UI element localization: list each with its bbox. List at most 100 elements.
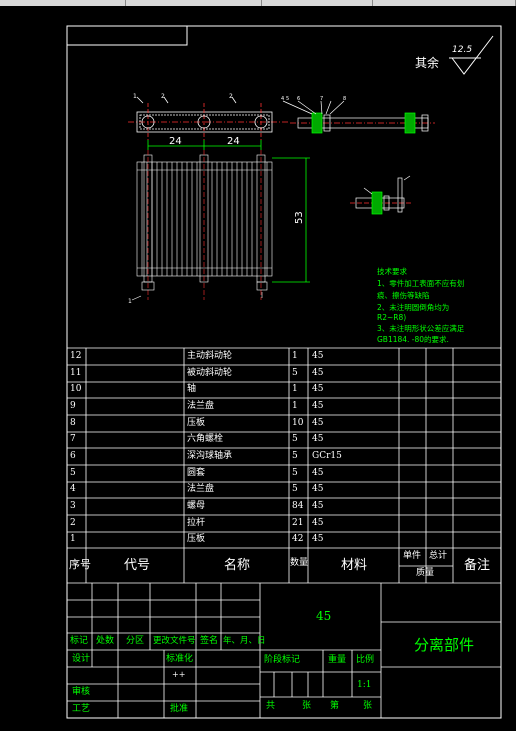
bom-material: 45 bbox=[312, 418, 324, 428]
bom-seq: 3 bbox=[70, 501, 76, 511]
bom-seq: 8 bbox=[70, 418, 76, 428]
dim-pitch-2: 24 bbox=[227, 136, 240, 147]
roughness-symbol: 其余 12.5 bbox=[415, 35, 494, 75]
tech-req-line: 2、未注明圆倒角均为 bbox=[377, 302, 449, 312]
tb-label-mark: 标记 bbox=[70, 636, 89, 646]
tb-label-sign: 签名 bbox=[200, 636, 219, 646]
top-view bbox=[128, 96, 290, 140]
drawing-name: 分离部件 bbox=[414, 636, 475, 654]
bom-material: 45 bbox=[312, 468, 324, 478]
tb-sheets-total: 共 bbox=[266, 701, 276, 711]
tb-label-approve: 批准 bbox=[170, 704, 189, 714]
tb-sheets-page: 第 bbox=[330, 701, 340, 711]
side-section bbox=[282, 100, 435, 134]
bom-name: 主动斜动轮 bbox=[187, 351, 233, 361]
tech-req-line: 1、零件加工表面不应有划 bbox=[377, 278, 464, 288]
bom-name: 拉杆 bbox=[187, 518, 206, 528]
bom-header-total: 总计 bbox=[429, 551, 448, 561]
bom-material: 45 bbox=[312, 401, 324, 411]
callout-6: 6 bbox=[297, 96, 300, 102]
bom-header-seq: 序号 bbox=[69, 558, 91, 571]
bom-header-code: 代号 bbox=[124, 558, 151, 573]
bom-seq: 12 bbox=[70, 351, 82, 361]
height-dimension bbox=[272, 157, 310, 283]
tb-scale-value: 1:1 bbox=[357, 680, 372, 690]
tb-label-design: 设计 bbox=[72, 654, 91, 664]
bom-seq: 4 bbox=[70, 484, 76, 494]
detail-view bbox=[350, 175, 412, 215]
title-material: 45 bbox=[316, 609, 332, 623]
bom-qty: 1 bbox=[292, 351, 298, 361]
bom-qty: 84 bbox=[292, 501, 304, 511]
code-box bbox=[66, 25, 188, 46]
callout-front: 1 bbox=[128, 298, 132, 305]
tech-req-line: 3、未注明形状公差应满足 bbox=[377, 323, 465, 333]
bom-qty: 21 bbox=[292, 518, 304, 528]
tb-label-stage-mark: 阶段标记 bbox=[264, 655, 301, 665]
bom-header-weight: 质量 bbox=[416, 568, 435, 578]
bom-material: 45 bbox=[312, 351, 324, 361]
bom-name: 螺母 bbox=[187, 501, 206, 511]
bom-material: GCr15 bbox=[312, 451, 342, 461]
bom-qty: 42 bbox=[292, 534, 304, 544]
tb-label-zone: 分区 bbox=[126, 636, 145, 646]
bom-seq: 9 bbox=[70, 401, 76, 411]
bom-material: 45 bbox=[312, 368, 324, 378]
bom-qty: 5 bbox=[292, 484, 298, 494]
bom-material: 45 bbox=[312, 384, 324, 394]
tb-label-process: 工艺 bbox=[72, 704, 91, 714]
bom-seq: 7 bbox=[70, 434, 76, 444]
bom-seq: 1 bbox=[70, 534, 76, 544]
pitch-dimensions bbox=[147, 140, 262, 150]
bom-header-name: 名称 bbox=[224, 558, 251, 573]
bom-seq: 2 bbox=[70, 518, 76, 528]
callout-2a: 2 bbox=[161, 93, 165, 100]
tb-label-weight: 重量 bbox=[328, 655, 347, 665]
bom-material: 45 bbox=[312, 534, 324, 544]
roughness-label: 其余 bbox=[415, 55, 439, 70]
bom-name: 压板 bbox=[187, 534, 206, 544]
tb-label-count: 处数 bbox=[96, 636, 115, 646]
callout-2b: 2 bbox=[229, 93, 233, 100]
tech-req-title: 技术要求 bbox=[377, 266, 407, 276]
bom-name: 法兰盘 bbox=[187, 484, 215, 494]
tb-label-date: 年、月、日 bbox=[223, 636, 266, 646]
callout-5: 5 bbox=[286, 96, 289, 102]
bom-header-qty: 数量 bbox=[290, 558, 309, 568]
strip-segment bbox=[262, 0, 373, 6]
callout-1: 1 bbox=[133, 93, 137, 100]
bom-material: 45 bbox=[312, 484, 324, 494]
bom-name: 轴 bbox=[187, 384, 197, 394]
bom-qty: 5 bbox=[292, 434, 298, 444]
bom-qty: 10 bbox=[292, 418, 304, 428]
bom-name: 六角螺栓 bbox=[187, 434, 224, 444]
drawing-frame bbox=[66, 25, 502, 719]
bom-qty: 1 bbox=[292, 384, 298, 394]
bom-name: 被动斜动轮 bbox=[187, 368, 233, 378]
front-view bbox=[131, 150, 273, 301]
bom-name: 圆套 bbox=[187, 468, 206, 478]
bom-name: 压板 bbox=[187, 418, 206, 428]
bom-qty: 5 bbox=[292, 368, 298, 378]
dim-pitch-1: 24 bbox=[169, 136, 182, 147]
callout-4: 4 bbox=[281, 96, 284, 102]
bom-header-material: 材料 bbox=[341, 558, 368, 573]
tb-sheets-zhang2: 张 bbox=[363, 701, 373, 711]
dim-height: 53 bbox=[294, 211, 305, 224]
bom-material: 45 bbox=[312, 518, 324, 528]
strip-segment bbox=[126, 0, 262, 6]
strip-segment bbox=[0, 0, 126, 6]
tb-label-scale: 比例 bbox=[356, 655, 375, 665]
tech-req-line: 痕、擦伤等缺陷 bbox=[377, 290, 430, 300]
tb-label-change-doc: 更改文件号 bbox=[153, 636, 196, 646]
bom-table bbox=[67, 347, 501, 584]
callout-7: 7 bbox=[320, 96, 323, 102]
bom-material: 45 bbox=[312, 434, 324, 444]
bom-name: 法兰盘 bbox=[187, 401, 215, 411]
bom-seq: 6 bbox=[70, 451, 76, 461]
tech-req-line: GB1184. -80的要求. bbox=[377, 334, 449, 344]
tb-label-standardize: 标准化 bbox=[166, 654, 194, 664]
bom-qty: 5 bbox=[292, 451, 298, 461]
tech-req-line: R2~R8) bbox=[377, 313, 406, 322]
